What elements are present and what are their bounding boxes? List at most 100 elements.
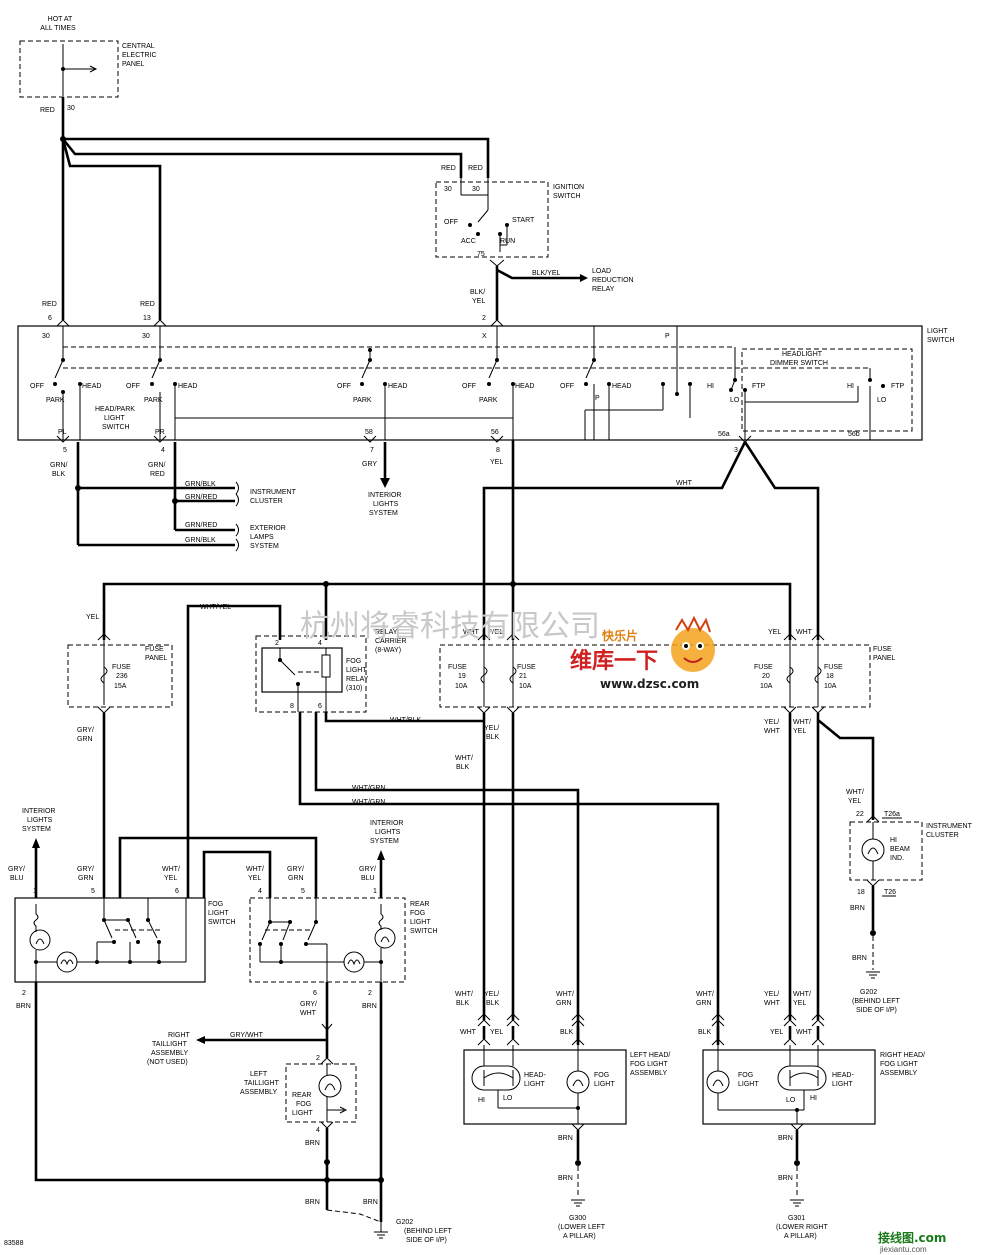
wire-brn-rsw: BRN — [362, 1003, 377, 1010]
rsw-label-2: FOG — [410, 910, 425, 917]
ic-pin-18: 18 — [857, 889, 865, 896]
wire-gry-grn-fsw2: GRN — [78, 875, 94, 882]
ic-label-1: INSTRUMENT — [926, 823, 973, 830]
load-relay-3: RELAY — [592, 286, 615, 293]
int-right-1: INTERIOR — [370, 820, 403, 827]
wire-grn-red-2: RED — [150, 471, 165, 478]
int-left-2: LIGHTS — [27, 817, 53, 824]
wire-wht-yel-rh1: WHT/ — [793, 991, 811, 998]
wire-brn-fsw: BRN — [16, 1003, 31, 1010]
pin-8: 8 — [496, 447, 500, 454]
ls4-park: PARK — [479, 397, 498, 404]
pin-58: 58 — [365, 429, 373, 436]
wire-yel-blk-1a: YEL/ — [484, 725, 499, 732]
pin-30-ign-1: 30 — [444, 186, 452, 193]
relay-carrier-box — [255, 635, 367, 713]
light-switch-label-1: LIGHT — [927, 328, 948, 335]
wire-wht-yel-1b: YEL — [793, 728, 806, 735]
hibeam-1: HI — [890, 837, 897, 844]
pin-30-ls-1: 30 — [42, 333, 50, 340]
wire-wht-blk-lh2: BLK — [456, 1000, 470, 1007]
wire-gry-wht-v1: GRY/ — [300, 1001, 317, 1008]
rh-wire-blk: BLK — [698, 1029, 712, 1036]
relay-pin-8: 8 — [290, 703, 294, 710]
pin-30-top: 30 — [67, 105, 75, 112]
int-lights-mid-2: LIGHTS — [373, 501, 399, 508]
g202-bottom-1: G202 — [396, 1219, 413, 1226]
rhf-label-1: RIGHT HEAD/ — [880, 1052, 925, 1059]
fuse19-2: 19 — [458, 673, 466, 680]
fuse18-2: 18 — [826, 673, 834, 680]
relay-pin-6: 6 — [318, 703, 322, 710]
exterior-lamps-1: EXTERIOR — [250, 525, 286, 532]
watermark-corner-url: jiexiantu.com — [879, 1245, 927, 1254]
wire-grn-red-1: GRN/ — [148, 462, 166, 469]
pin-7: 7 — [370, 447, 374, 454]
int-lights-mid-1: INTERIOR — [368, 492, 401, 499]
rh-wire-yel: YEL — [770, 1029, 783, 1036]
pin-4: 4 — [161, 447, 165, 454]
wire-wht-yel-fsw2: YEL — [164, 875, 177, 882]
left-taillight-3: ASSEMBLY — [240, 1089, 278, 1096]
ls1-park: PARK — [46, 397, 65, 404]
left-head-fog-assembly-box — [463, 1049, 627, 1125]
pin-2-ign: 2 — [482, 315, 486, 322]
ls4-head: HEAD — [515, 383, 534, 390]
wire-wht-yel-rsw1: WHT/ — [246, 866, 264, 873]
hot-label-2: ALL TIMES — [40, 25, 76, 32]
central-electric-panel-box — [19, 40, 119, 98]
watermark-logo — [671, 615, 715, 672]
rsw-pin-4: 4 — [258, 888, 262, 895]
fsw-label-2: LIGHT — [208, 910, 229, 917]
left-fog-bulb — [566, 1070, 590, 1094]
watermark-corner: 接线图.com — [878, 1230, 946, 1245]
wire-brn-lt: BRN — [305, 1140, 320, 1147]
dimmer-label-2: DIMMER SWITCH — [770, 360, 828, 367]
dim-lo-1: LO — [730, 397, 740, 404]
fuse236-1: FUSE — [112, 664, 131, 671]
diagram-number: 83588 — [4, 1240, 24, 1247]
watermark-brand: 维库一下 — [570, 648, 658, 674]
ign-off: OFF — [444, 219, 458, 226]
fuse-panel-right-box — [439, 644, 871, 708]
wire-wht-blk-v1: WHT/ — [455, 755, 473, 762]
hp-switch-1: HEAD/PARK — [95, 406, 135, 413]
dimmer-label-1: HEADLIGHT — [782, 351, 823, 358]
pin-56b: 56b — [848, 431, 860, 438]
wire-brn-rh2: BRN — [778, 1175, 793, 1182]
wire-gry-wht-v2: WHT — [300, 1010, 317, 1017]
fuse236-2: 236 — [116, 673, 128, 680]
fsw-illum-lamp — [56, 951, 78, 973]
pin-30-ls-2: 30 — [142, 333, 150, 340]
wire-gry-blu-r1: GRY/ — [359, 866, 376, 873]
wire-yel-f21: YEL — [490, 629, 503, 636]
ls3-park: PARK — [353, 397, 372, 404]
ls2-off: OFF — [126, 383, 140, 390]
ic-label-2: CLUSTER — [926, 832, 959, 839]
rh-wire-wht: WHT — [796, 1029, 813, 1036]
ls2-head: HEAD — [178, 383, 197, 390]
dimmer-switch-box — [741, 348, 913, 432]
int-left-1: INTERIOR — [22, 808, 55, 815]
rsw-label-4: SWITCH — [410, 928, 438, 935]
wire-yel-wht-rh1: YEL/ — [764, 991, 779, 998]
instrument-cluster-box — [849, 821, 923, 881]
wire-wht-grn-1: WHT/GRN — [352, 785, 385, 792]
hibeam-3: IND. — [890, 855, 904, 862]
wire-yel-blk-lh1: YEL/ — [484, 991, 499, 998]
ls4-off: OFF — [462, 383, 476, 390]
wire-wht-f18: WHT — [796, 629, 813, 636]
wire-wht-grn-lh2: GRN — [556, 1000, 572, 1007]
wire-red-6: RED — [42, 301, 57, 308]
wire-blk-yel-1: BLK/ — [470, 289, 485, 296]
g301-3: A PILLAR) — [784, 1233, 817, 1240]
rsw-label-1: REAR — [410, 901, 429, 908]
wire-yel-blk-1b: BLK — [486, 734, 500, 741]
pin-p-top: P — [665, 333, 670, 340]
ic-pin-22: 22 — [856, 811, 864, 818]
fuse-panel-left-box — [67, 644, 173, 708]
wire-wht-blk-lh1: WHT/ — [455, 991, 473, 998]
wire-wht-grn-rh1: WHT/ — [696, 991, 714, 998]
ignition-switch-box — [435, 181, 549, 258]
wire-blk-yel-2: YEL — [472, 298, 485, 305]
